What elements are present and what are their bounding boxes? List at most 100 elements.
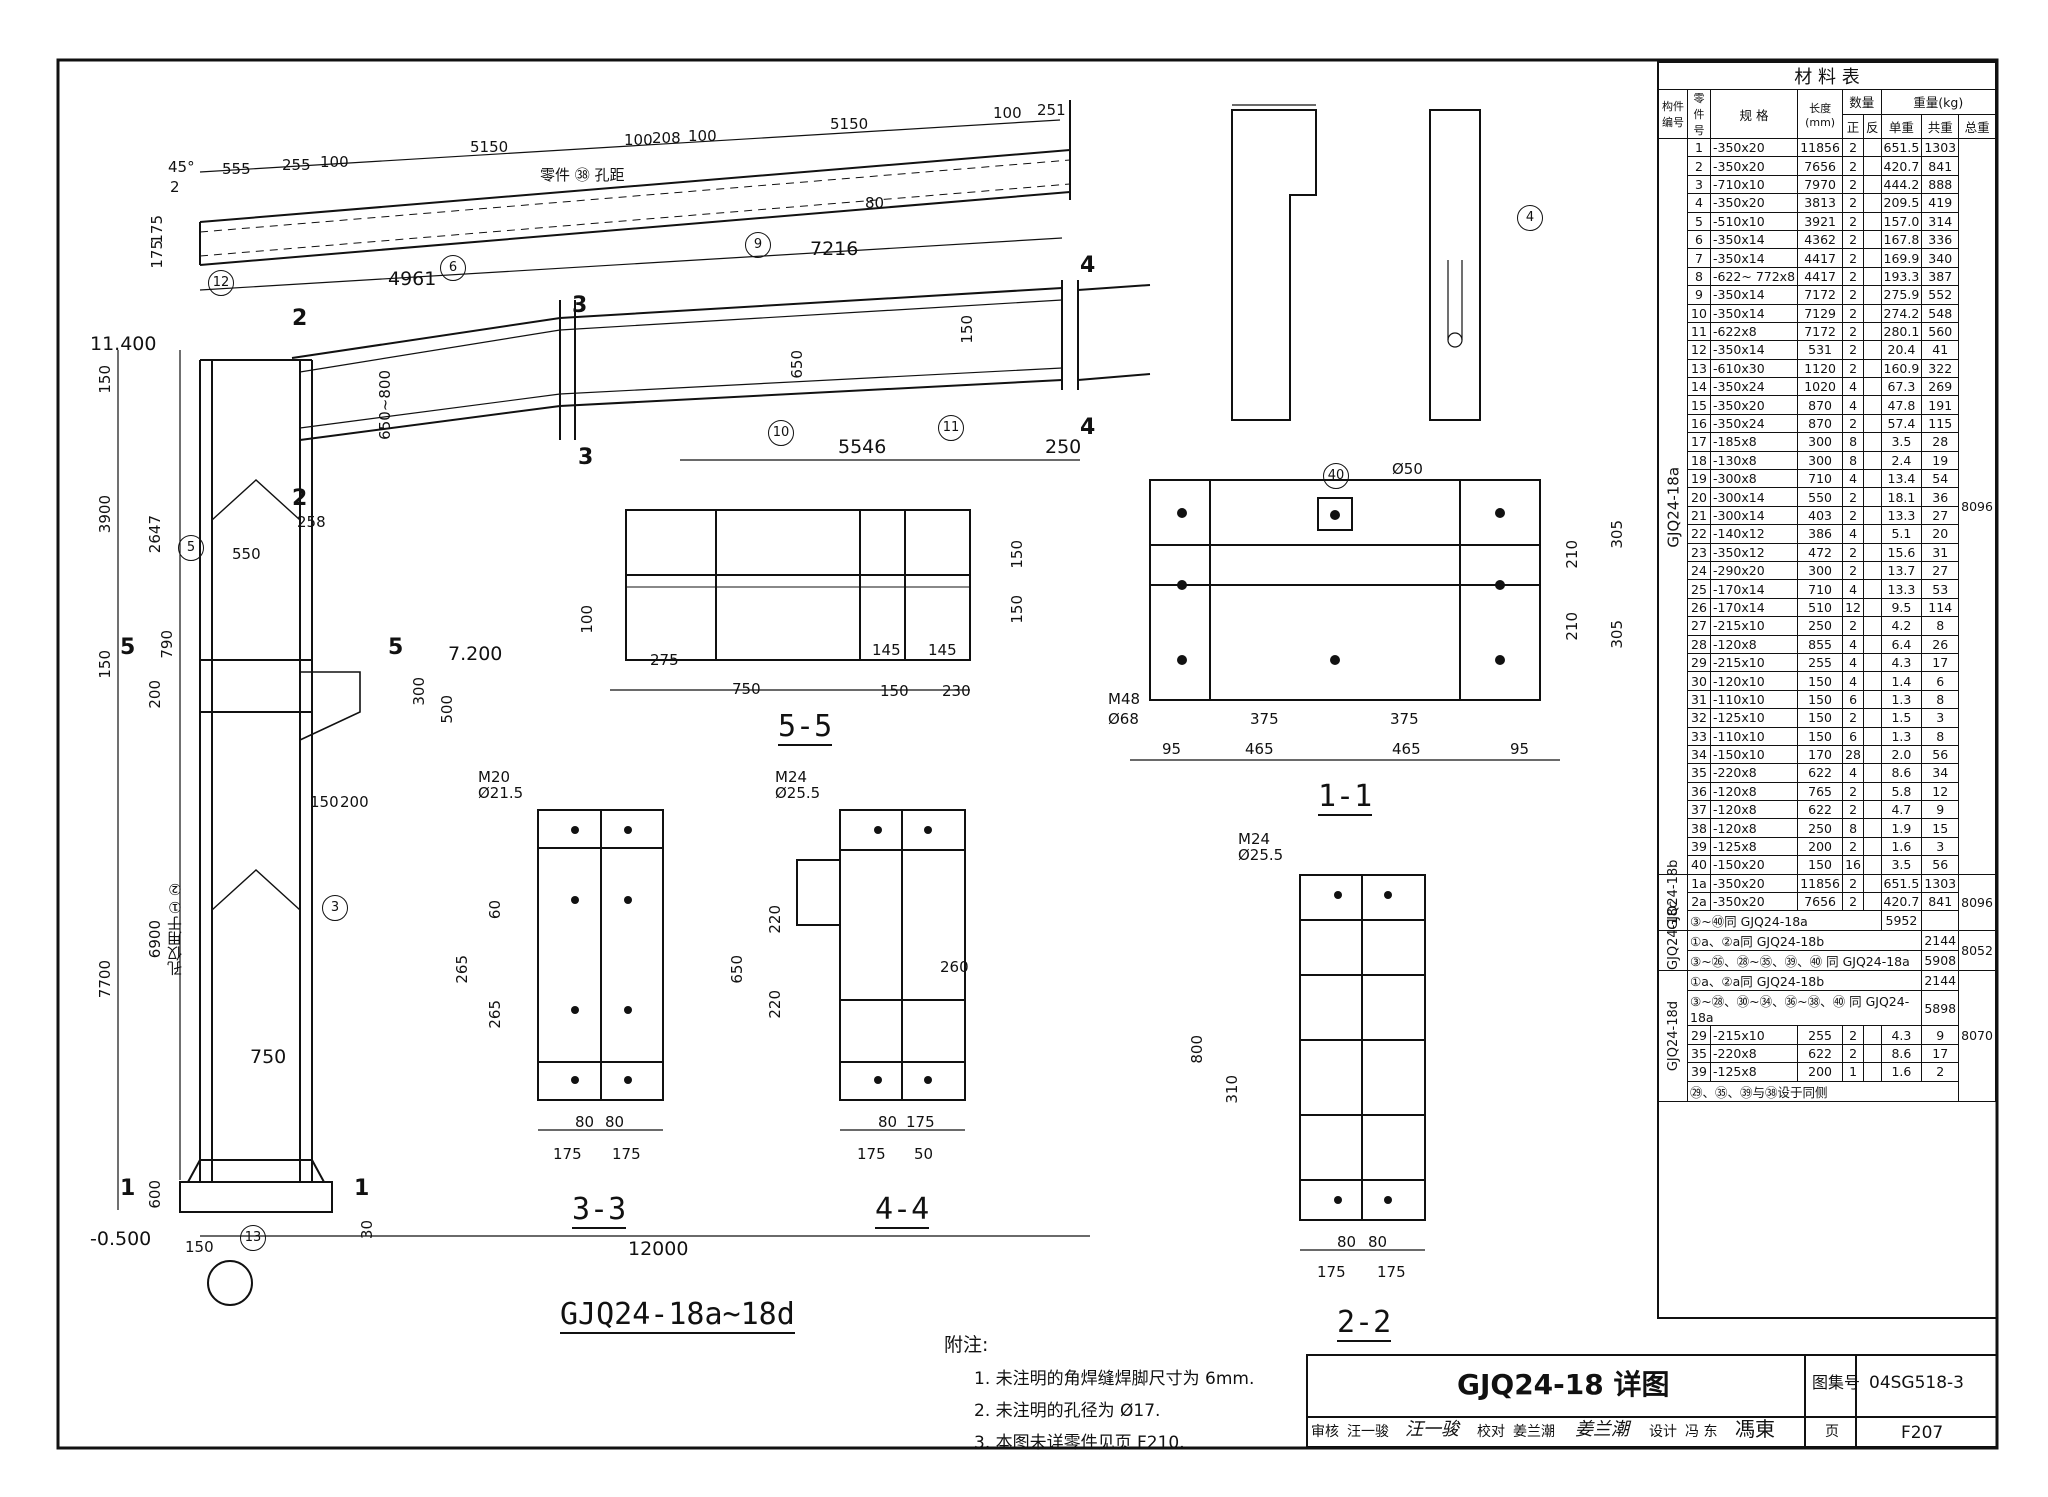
check-label: 校对 [1477,1424,1505,1440]
cell-part: 6 [1687,229,1711,250]
callout-3: 3 [322,895,348,921]
cell-spec: -140x12 [1709,524,1799,544]
cell-unit-weight: 1.3 [1880,726,1923,746]
dim-col-790: 790 [158,630,176,659]
dim-175b: 175 [148,215,166,244]
cell-part: 22 [1687,524,1711,544]
cell-sum-weight: 27 [1921,505,1960,526]
dim-100b: 100 [624,131,653,149]
cell-spec: -220x8 [1709,1043,1799,1064]
callout-13: 13 [240,1225,266,1251]
s22-dim-800: 800 [1188,1035,1206,1064]
cell-sum-weight: 17 [1921,652,1960,673]
cell-sum-weight: 56 [1921,744,1960,765]
cell-length: 710 [1797,579,1844,599]
cell-part: 31 [1687,689,1711,710]
label-holes-note: 孔仅用于①② [166,880,184,976]
s44-dim-80a: 80 [878,1113,898,1131]
cell-sum-weight: 26 [1921,634,1960,654]
cell-length: 710 [1797,469,1844,489]
dim-4961: 4961 [388,268,437,290]
cell-qty-neg [1863,708,1882,728]
cell-spec: -170x14 [1709,597,1799,618]
cell-part: 2 [1687,156,1711,176]
cell-length: 403 [1797,505,1844,526]
cell-length: 3813 [1797,193,1844,213]
cell-spec: -350x14 [1709,303,1799,323]
cell-part: 5 [1687,211,1711,231]
s33-dim-650: 265 [453,955,471,984]
cell-qty-pos: 8 [1842,432,1864,452]
cell-part: 12 [1687,340,1711,360]
cell-sum-weight: 841 [1921,156,1960,176]
cell-spec: -290x20 [1709,560,1799,581]
s55-dim-150: 150 [880,682,909,700]
cell-unit-weight: 193.3 [1880,266,1923,287]
cell-length: 510 [1797,597,1844,618]
cell-qty-pos: 2 [1842,708,1864,728]
dim-col-600: 600 [146,1180,164,1209]
cell-length: 255 [1797,652,1844,673]
cell-qty-pos: 2 [1842,358,1864,379]
cell-part: 25 [1687,579,1711,599]
callout-5: 5 [178,535,204,561]
dim-175a: 175 [148,240,166,269]
cell-qty-neg [1863,763,1882,783]
drawing-title: GJQ24-18 详图 [1457,1368,1670,1401]
cell-unit-weight: 13.7 [1880,560,1923,581]
header-qty-neg: 反 [1863,113,1882,139]
cell-unit-weight: 1.9 [1880,818,1923,838]
dim-150-beam: 150 [958,315,976,344]
cell-qty-pos: 4 [1842,671,1864,691]
cell-unit-weight: 651.5 [1880,873,1923,894]
s55-dim-150a: 150 [1008,540,1026,569]
total-group-d: 8070 [1958,970,1996,1102]
cell-sum-weight: 3 [1921,836,1960,857]
cell-qty-pos: 2 [1842,1043,1864,1064]
s11-dim-95b: 95 [1510,740,1530,758]
cell-qty-pos: 2 [1842,873,1864,894]
cell-part: 10 [1687,303,1711,323]
cell-sum-weight: 8 [1921,726,1960,746]
cell-unit-weight: 2.0 [1880,744,1923,765]
cell-qty-pos: 2 [1842,156,1864,176]
s22-bolt: M24 [1238,830,1271,848]
note-group-b: ③~㊵同 GJQ24-18a [1687,910,1882,932]
cell-unit-weight: 160.9 [1880,358,1923,379]
cell-length: 7129 [1797,303,1844,323]
cell-unit-weight: 57.4 [1880,413,1923,434]
cell-unit-weight: 169.9 [1880,248,1923,268]
cell-qty-neg [1863,652,1882,673]
cell-unit-weight: 4.7 [1880,800,1923,820]
note3-group-d: ㉙、㉟、㊴与㊳设于同侧 [1686,1080,1960,1102]
s11-dim-375a: 375 [1250,710,1279,728]
cell-part: 9 [1687,285,1711,305]
cell-part: 3 [1687,174,1711,195]
cell-qty-pos: 4 [1842,763,1864,783]
dim-300: 300 [410,677,428,706]
cell-sum-weight: 548 [1921,303,1960,323]
s44-dim-220b: 220 [766,990,784,1019]
cell-sum-weight: 314 [1921,211,1960,231]
cell-unit-weight: 420.7 [1880,892,1923,912]
cell-sum-weight: 8 [1921,616,1960,636]
cell-qty-neg [1863,726,1882,746]
total-group-a: 8096 [1958,138,1996,875]
atlas-number: 04SG518-3 [1869,1373,1964,1393]
cell-qty-neg [1863,560,1882,581]
cell-qty-neg [1863,469,1882,489]
s11-dim-210b: 210 [1563,612,1581,641]
member-group-d: GJQ24-18d [1658,970,1688,1102]
s44-dim-80b: 175 [906,1113,935,1131]
cell-spec: -622x8 [1709,321,1799,342]
cell-qty-pos: 16 [1842,855,1864,875]
